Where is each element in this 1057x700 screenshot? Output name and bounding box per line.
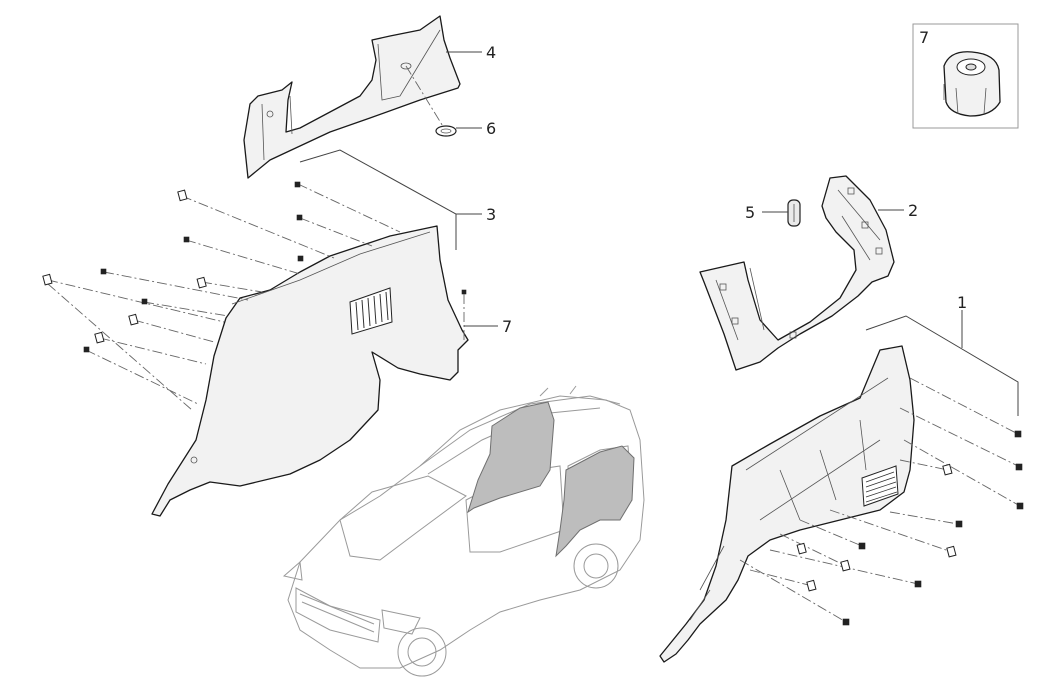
callout-1: 1 (957, 293, 967, 312)
callout-7: 7 (502, 317, 512, 336)
left-panel-fasteners (42, 181, 467, 411)
vehicle-location-outline (282, 385, 645, 677)
clip-detail-inset: 7 (912, 23, 1019, 129)
callout-4: 4 (486, 43, 496, 62)
c-pillar-trim-panel (699, 175, 895, 371)
vent-grille-right (861, 465, 899, 507)
clip-nut-enlarged (943, 51, 1001, 117)
callout-leaders (299, 51, 1019, 416)
grommet-ring (435, 125, 457, 137)
inset-callout-label: 7 (919, 28, 929, 47)
callout-5: 5 (745, 203, 755, 222)
highlight-rear-quarter-trim (555, 445, 635, 558)
vent-grille (349, 287, 393, 335)
upper-pillar-trim-panel (243, 15, 461, 179)
highlight-c-pillar-trim (467, 401, 555, 514)
callout-6: 6 (486, 119, 496, 138)
callout-3: 3 (486, 205, 496, 224)
right-panel-fasteners (739, 377, 1024, 626)
rear-quarter-trim-panel-left (151, 225, 469, 517)
rear-quarter-trim-panel-right (659, 345, 915, 663)
callout-2: 2 (908, 201, 918, 220)
small-cover-plug (787, 199, 801, 227)
